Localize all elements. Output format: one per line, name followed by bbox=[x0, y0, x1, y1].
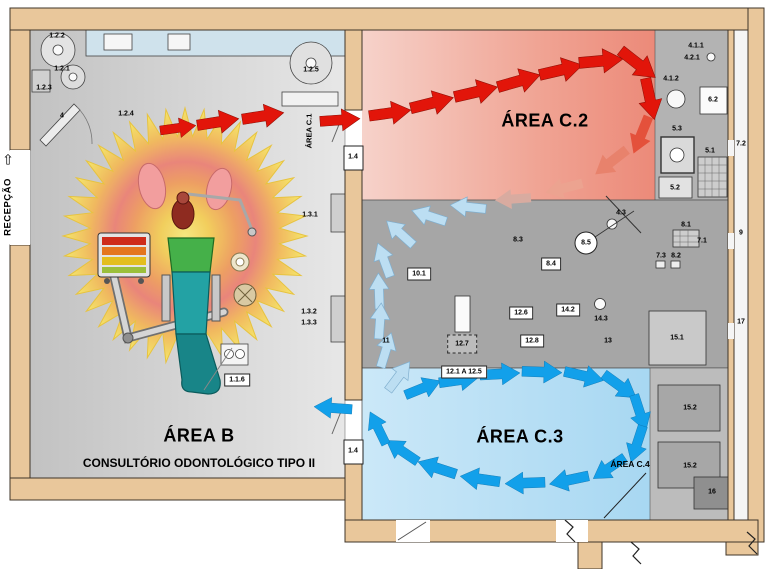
walls bbox=[9, 7, 765, 569]
reception-label: RECEPÇÃO bbox=[2, 178, 14, 236]
area-c3-furniture bbox=[603, 384, 731, 519]
room-label-14-2: 14.2 bbox=[556, 303, 580, 317]
room-label-16: 16 bbox=[708, 488, 716, 496]
corridor-furniture bbox=[454, 210, 707, 366]
room-label-1-2-3: 1.2.3 bbox=[36, 84, 52, 92]
room-label-1-4: 1.4 bbox=[348, 153, 358, 161]
room-label-4-2-1: 4.2.1 bbox=[684, 54, 700, 62]
area-c2-title: ÁREA C.2 bbox=[501, 110, 589, 131]
room-label-5-2: 5.2 bbox=[670, 184, 680, 192]
room-label-8-4: 8.4 bbox=[541, 257, 561, 271]
room-label-4-1-1: 4.1.1 bbox=[688, 42, 704, 50]
room-label-6-2: 6.2 bbox=[708, 96, 718, 104]
room-label-8-5: 8.5 bbox=[574, 231, 598, 255]
room-label-7-2: 7.2 bbox=[736, 140, 746, 148]
room-label-1-1-6: 1.1.6 bbox=[224, 373, 250, 387]
room-label-14-3: 14.3 bbox=[594, 315, 608, 323]
area-c4-title: ÁREA C.4 bbox=[610, 459, 650, 469]
room-label-13: 13 bbox=[604, 337, 612, 345]
up-arrow-icon: ⇧ bbox=[2, 151, 14, 168]
room-label-9: 9 bbox=[739, 229, 743, 237]
room-label-1-2-5: 1.2.5 bbox=[303, 66, 319, 74]
room-label-1-2-4: 1.2.4 bbox=[118, 110, 134, 118]
room-label-12-8: 12.8 bbox=[520, 334, 544, 348]
area-b-title: ÁREA B bbox=[163, 425, 235, 446]
room-label-1-3-1: 1.3.1 bbox=[302, 211, 318, 219]
room-label-5-1: 5.1 bbox=[705, 147, 715, 155]
room-label-1-2-2: 1.2.2 bbox=[49, 32, 65, 40]
room-label-4-3: 4.3 bbox=[616, 209, 626, 217]
area-c1-title: ÁREA C.1 bbox=[304, 113, 314, 149]
room-label-4: 4 bbox=[60, 112, 64, 120]
room-label-15-2: 15.2 bbox=[683, 404, 697, 412]
room-label-1-3-3: 1.3.3 bbox=[301, 319, 317, 327]
room-label-4-1-2: 4.1.2 bbox=[663, 75, 679, 83]
room-label-10-1: 10.1 bbox=[407, 267, 431, 281]
room-label-8-3: 8.3 bbox=[513, 236, 523, 244]
room-label-8-2: 8.2 bbox=[671, 252, 681, 260]
room-label-15-2: 15.2 bbox=[683, 462, 697, 470]
room-label-7-1: 7.1 bbox=[697, 237, 707, 245]
room-label-8-1: 8.1 bbox=[681, 221, 691, 229]
room-label-5-3: 5.3 bbox=[672, 125, 682, 133]
room-label-1-4: 1.4 bbox=[348, 447, 358, 455]
room-label-11: 11 bbox=[382, 337, 390, 345]
room-label-12-1-A-12-5: 12.1 A 12.5 bbox=[441, 365, 487, 379]
area-b-furniture bbox=[31, 29, 346, 366]
room-label-15-1: 15.1 bbox=[670, 334, 684, 342]
room-label-1-3-2: 1.3.2 bbox=[301, 308, 317, 316]
room-label-1-2-1: 1.2.1 bbox=[54, 65, 70, 73]
room-label-17: 17 bbox=[737, 318, 745, 326]
room-label-12-6: 12.6 bbox=[509, 306, 533, 320]
area-c2-furniture bbox=[605, 52, 728, 269]
room-label-7-3: 7.3 bbox=[656, 252, 666, 260]
area-c3-title: ÁREA C.3 bbox=[476, 426, 564, 447]
dental-chair-illustration bbox=[97, 162, 257, 395]
room-label-12-7: 12.7 bbox=[447, 334, 477, 354]
area-b-subtitle: CONSULTÓRIO ODONTOLÓGICO TIPO II bbox=[82, 456, 316, 470]
